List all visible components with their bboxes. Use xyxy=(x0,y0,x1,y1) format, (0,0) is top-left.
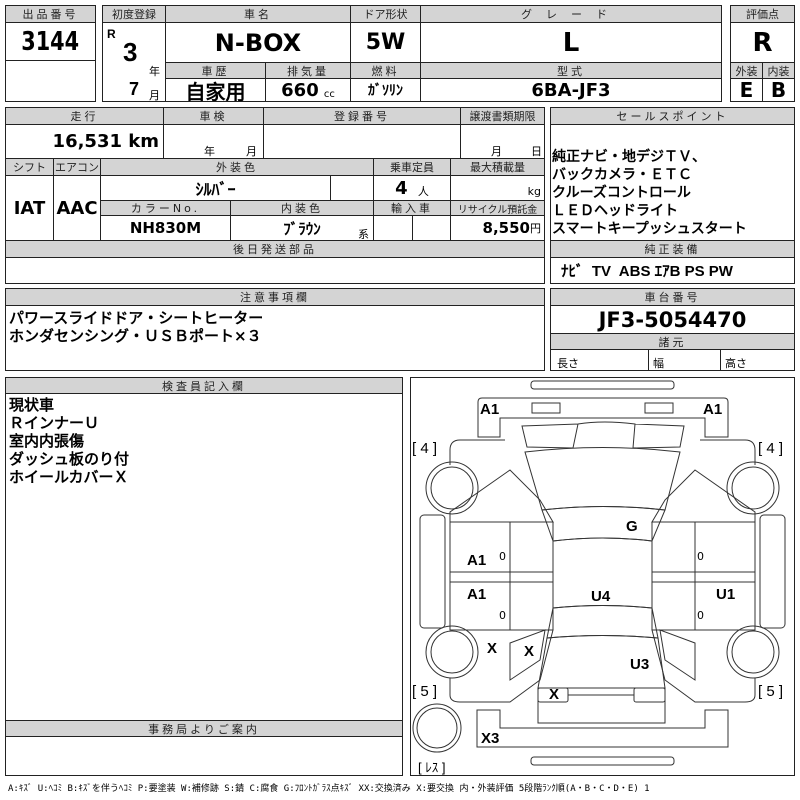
trunk xyxy=(537,635,666,689)
mark-fr-bumper: A1 xyxy=(703,401,723,418)
aircon-label: エアコン xyxy=(53,158,101,176)
mark-fl-door: A1 xyxy=(467,552,487,569)
rear-panel xyxy=(537,687,666,724)
legend: A:ｷｽﾞ U:ﾍｺﾐ B:ｷｽﾞを伴うﾍｺﾐ P:要塗装 W:補修跡 S:錆 … xyxy=(8,784,650,794)
zero-2: 0 xyxy=(499,609,506,622)
zero-1: 0 xyxy=(499,550,506,563)
headlight-right xyxy=(644,402,674,414)
zero-3: 0 xyxy=(697,550,704,563)
tire-fl: [ 4 ] xyxy=(412,440,438,457)
mark-rl-door: A1 xyxy=(467,586,487,603)
hood xyxy=(524,447,681,511)
transfer-label: 譲渡書類期限 xyxy=(460,107,545,125)
mark-rear-bumper: X3 xyxy=(481,730,500,747)
right-rear-quarter xyxy=(651,629,756,703)
mark-fl-bumper: A1 xyxy=(480,401,500,418)
notes: パワースライドドア・シートヒーター ホンダセンシング・ＵＳＢポート×３ xyxy=(9,309,264,345)
tire-rl: [ 5 ] xyxy=(412,683,438,700)
office-label: 事務局よりご案内 xyxy=(5,720,403,737)
later-parts xyxy=(5,257,545,284)
rear-bumper xyxy=(476,709,729,748)
reg-year: 3 xyxy=(123,37,138,67)
left-rear-quarter xyxy=(449,629,554,703)
zero-4: 0 xyxy=(697,609,704,622)
spare-tire: [ ﾚｽ ] xyxy=(418,760,446,775)
displacement: 660 cc xyxy=(265,78,351,102)
year-unit: 年 xyxy=(149,65,160,78)
wheels xyxy=(412,461,780,753)
era: R xyxy=(107,27,116,41)
windshield xyxy=(541,506,666,542)
month-unit: 月 xyxy=(149,89,160,102)
headlight-left xyxy=(531,402,561,414)
mark-windshield: G xyxy=(626,518,638,535)
rear-bar xyxy=(530,756,675,766)
reg-month: 7 xyxy=(129,79,140,99)
notes-box xyxy=(5,305,545,371)
model-code: 6BA-JF3 xyxy=(420,78,722,102)
int-grade: B xyxy=(762,78,795,102)
right-front-fender xyxy=(651,439,756,523)
tire-rr: [ 5 ] xyxy=(758,683,784,700)
mark-roof: U4 xyxy=(591,588,611,605)
sales-points: 純正ナビ・地デジＴＶ、 バックカメラ・ＥＴＣ クルーズコントロール ＬＥＤヘッド… xyxy=(552,149,747,237)
mark-rl-fender: X xyxy=(487,640,498,657)
office-box xyxy=(5,736,403,776)
rear-window xyxy=(546,605,659,639)
sales-points-label: セールスポイント xyxy=(550,107,795,125)
rear-lamp-right xyxy=(633,687,666,703)
front-bar xyxy=(530,380,675,390)
lot-blank xyxy=(5,60,96,102)
front-bumper xyxy=(477,397,729,438)
tire-fr: [ 4 ] xyxy=(758,440,784,457)
displacement-label: 排気量 xyxy=(265,62,351,79)
mark-trunk: U3 xyxy=(630,656,650,673)
mark-rl-quarter: X xyxy=(524,643,535,660)
ext-grade-label: 外装 xyxy=(730,62,763,79)
left-front-fender xyxy=(449,439,554,523)
mark-rear-lamp: X xyxy=(549,686,560,703)
inspector-notes: 現状車 ＲインナーＵ 室内内張傷 ダッシュ板のり付 ホイールカバーＸ xyxy=(9,396,130,486)
left-step xyxy=(419,514,446,629)
mark-r-door: U1 xyxy=(716,586,736,603)
spec-height: 高さ xyxy=(720,349,795,371)
damage-diagram xyxy=(410,377,795,776)
equipment: ﾅﾋﾞ TV ABS ｴｱB PS PW xyxy=(550,257,795,284)
right-step xyxy=(759,514,786,629)
grille xyxy=(521,421,685,449)
